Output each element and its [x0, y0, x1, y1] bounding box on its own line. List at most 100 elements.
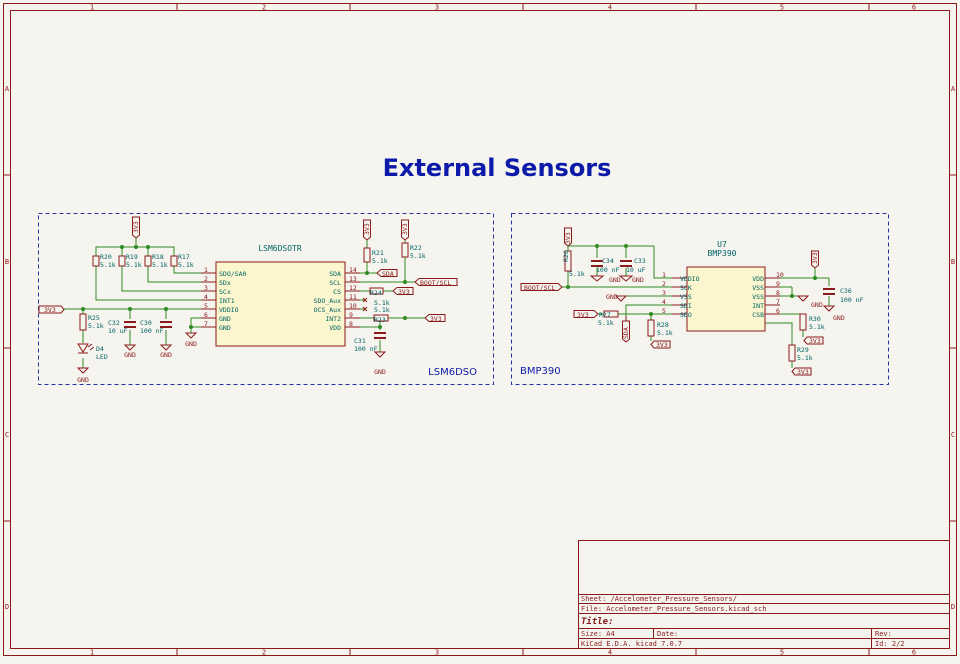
pin-name: SDA [329, 270, 341, 278]
lsm-right-pin-lines [345, 272, 360, 328]
pin-name: INT2 [325, 315, 341, 323]
resistor-r27 [603, 310, 619, 318]
gnd-label: GND [160, 351, 172, 359]
row-label-left: B [5, 258, 9, 266]
gnd-label: GND [374, 368, 386, 376]
svg-text:100 nF: 100 nF [140, 327, 164, 335]
svg-text:5.1k: 5.1k [657, 329, 673, 337]
svg-text:5.1k: 5.1k [178, 261, 194, 269]
col-label-top: 3 [435, 4, 439, 12]
pin-number: 4 [204, 293, 208, 301]
pin-name: VSS [680, 293, 692, 301]
svg-text:R29: R29 [797, 346, 809, 354]
resistor-r24 [369, 287, 384, 295]
led-value: LED [96, 353, 108, 361]
tb-title: Title: [581, 616, 614, 627]
net-3v3-label: 3V3 [656, 341, 668, 349]
tb-size: Size: A4 [581, 630, 615, 638]
gnd-label: GND [609, 276, 621, 284]
lsm-left-pins: 1 SDO/SA0 2 SDx 3 SCx 4 INT1 5 VDDIO 6 G… [204, 266, 246, 332]
resistor-r30 [799, 313, 807, 331]
row-label-left: A [5, 85, 10, 93]
svg-text:10 uF: 10 uF [108, 327, 128, 335]
resistor-r28 [647, 319, 655, 337]
bmp390-chip[interactable] [686, 266, 766, 332]
col-label-bottom: 1 [90, 649, 94, 657]
svg-text:R20: R20 [100, 253, 112, 261]
svg-text:5.1k: 5.1k [126, 261, 142, 269]
bmp-capacitor-labels: C34 100 nF C33 10 uF C36 100 nF [596, 257, 864, 304]
bmp-left-pins: 1 VDDIO 2 SCK 3 VSS 4 SDI 5 SDO [662, 271, 700, 319]
bmp390-group-label: BMP390 [520, 366, 561, 377]
resistor-r20 [92, 255, 100, 267]
pin-number: 6 [204, 311, 208, 319]
pin-number: 13 [349, 275, 357, 283]
col-label-bottom: 2 [262, 649, 266, 657]
col-label-top: 2 [262, 4, 266, 12]
gnd-label: GND [185, 340, 197, 348]
bmp390-part-label: BMP390 [708, 249, 737, 258]
pin-name: CS [333, 288, 341, 296]
lsm-no-connect-marks [362, 297, 368, 312]
lsm-resistor-labels: R20 5.1k R19 5.1k R18 5.1k R17 5.1k R25 … [88, 244, 426, 330]
resistor-r19 [118, 255, 126, 267]
pin-name: SDO/SA0 [219, 270, 246, 278]
pin-number: 8 [349, 320, 353, 328]
sheet-title: External Sensors [383, 154, 612, 182]
net-3v3-label: 3V3 [132, 221, 140, 233]
pin-number: 3 [662, 289, 666, 297]
pin-number: 1 [204, 266, 208, 274]
pin-name: INT [752, 302, 764, 310]
col-label-top: 4 [608, 4, 612, 12]
bmp390-ref-label: U7 [717, 240, 727, 249]
pin-name: VSS [752, 293, 764, 301]
net-sda-label: SDA [382, 270, 394, 278]
bmp390-group-box [511, 213, 889, 385]
resistor-r22 [401, 242, 409, 258]
frame-labels: 1 2 3 4 5 6 1 2 3 4 5 6 A B C D A B C D [5, 4, 956, 657]
svg-text:C30: C30 [140, 319, 152, 327]
drawing-frame [3, 3, 957, 656]
svg-text:R23: R23 [374, 316, 386, 324]
pin-number: 12 [349, 284, 357, 292]
row-label-right: A [951, 85, 956, 93]
pin-number: 7 [204, 320, 208, 328]
led-ref: D4 [96, 345, 104, 353]
lsm-capacitor-labels: C32 10 uF C30 100 nF C31 100 nF [108, 319, 378, 353]
pin-name: VDD [752, 275, 764, 283]
pin-number: 9 [349, 311, 353, 319]
col-label-top: 5 [780, 4, 784, 12]
bmp-power-labels: 3V3 BOOT/SCL 3V3 SDA 3V3 3V3 3V3 3V3 GND… [524, 232, 845, 376]
title-block-text: Sheet: /Accelometer_Pressure_Sensors/ Fi… [581, 595, 905, 648]
pin-name: CSB [752, 311, 764, 319]
title-block [578, 540, 950, 649]
svg-text:100 nF: 100 nF [354, 345, 378, 353]
bmp-power-symbols [520, 227, 836, 376]
net-boot-scl-label: BOOT/SCL [524, 284, 555, 292]
pin-name: SCx [219, 288, 231, 296]
gnd-label: GND [833, 314, 845, 322]
tb-tool: KiCad E.D.A. kicad 7.0.7 [581, 640, 682, 648]
lsm6dsotr-chip[interactable] [215, 261, 346, 347]
net-boot-scl-label: BOOT/SCL [420, 279, 451, 287]
bmp-capacitors [591, 260, 835, 295]
bmp-resistor-labels: R26 5.1k R27 5.1k R28 5.1k R30 5.1k R29 … [562, 250, 825, 362]
pin-number: 14 [349, 266, 357, 274]
svg-text:C33: C33 [634, 257, 646, 265]
svg-text:R25: R25 [88, 314, 100, 322]
net-3v3-label: 3V3 [809, 337, 821, 345]
resistor-r29 [788, 344, 796, 362]
net-3v3-label: 3V3 [811, 252, 819, 264]
gnd-label: GND [632, 276, 644, 284]
net-3v3-label: 3V3 [44, 306, 56, 314]
pin-number: 5 [204, 302, 208, 310]
net-3v3-label: 3V3 [577, 311, 589, 319]
tb-sheet: Sheet: /Accelometer_Pressure_Sensors/ [581, 595, 737, 603]
svg-text:R24: R24 [370, 289, 382, 297]
row-label-right: C [951, 431, 955, 439]
svg-text:5.1k: 5.1k [88, 322, 104, 330]
svg-text:C34: C34 [602, 257, 614, 265]
col-label-top: 6 [912, 4, 916, 12]
